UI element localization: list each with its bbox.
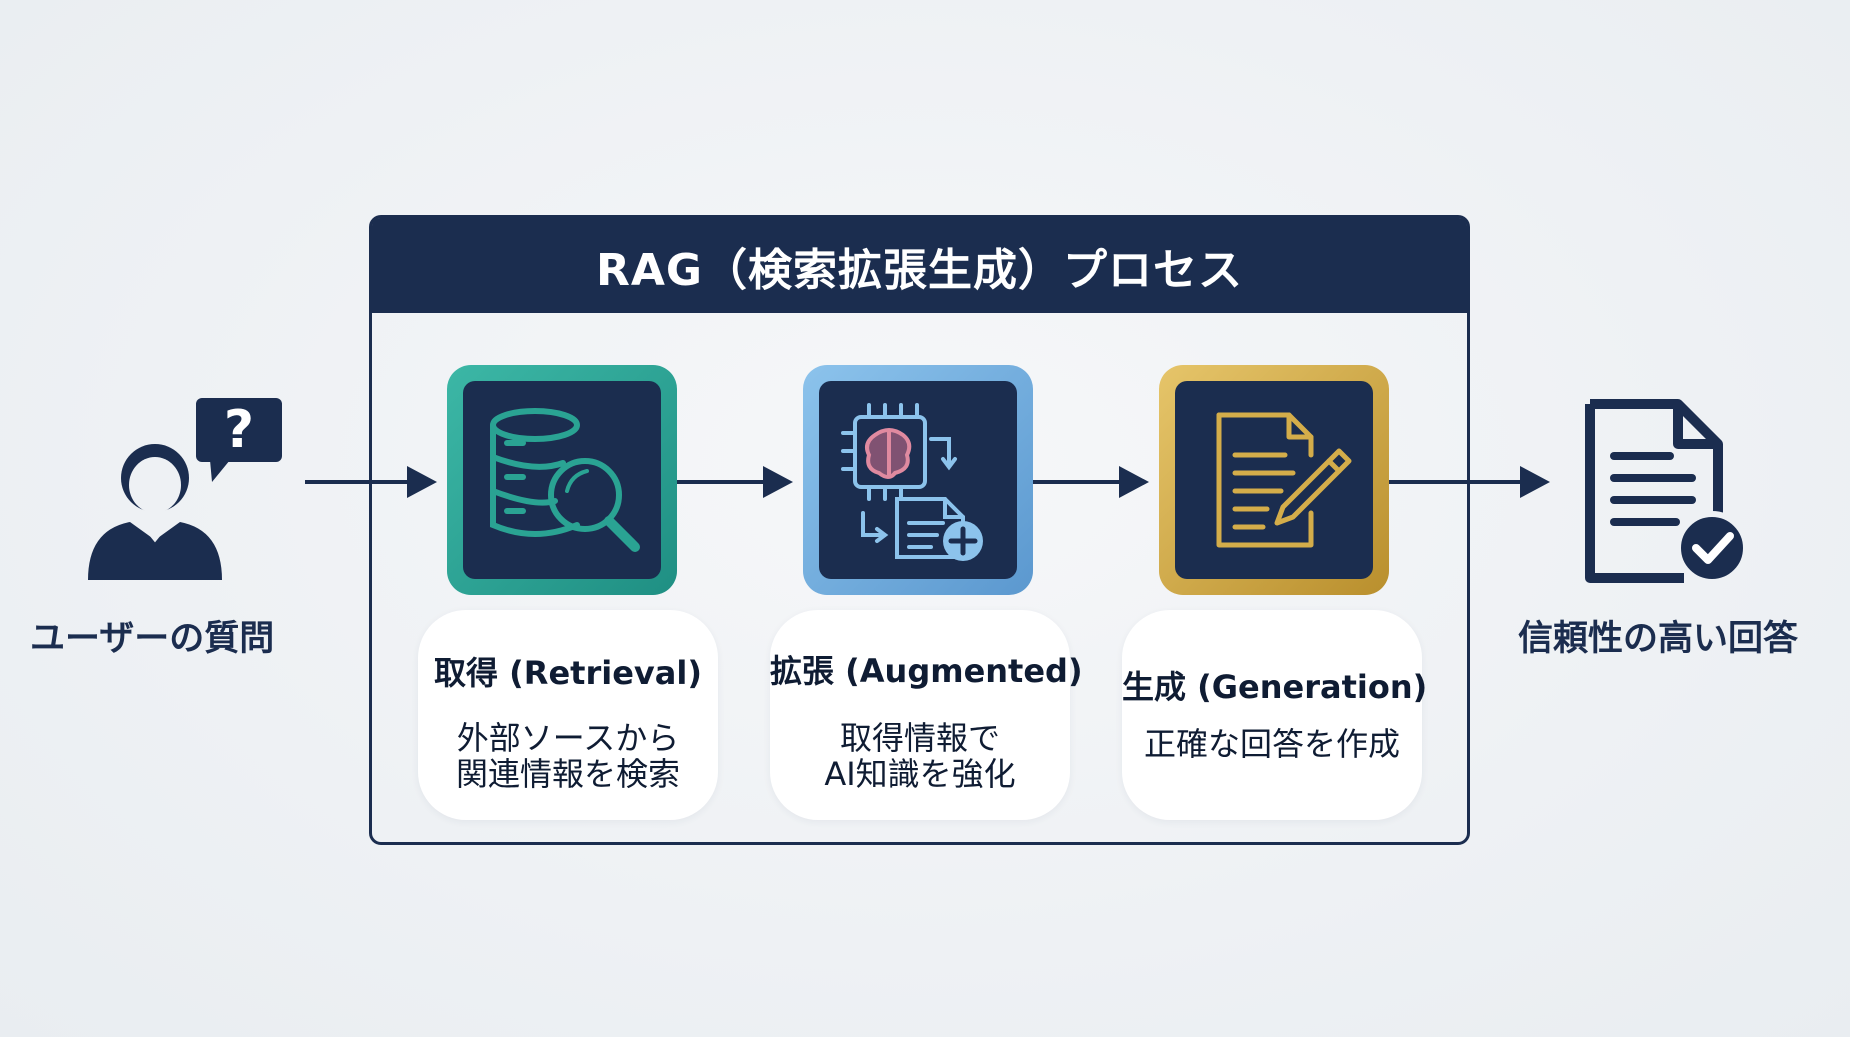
rag-process-frame: RAG（検索拡張生成）プロセス <box>369 215 1470 845</box>
user-icon <box>88 398 282 580</box>
database-search-icon <box>490 408 640 552</box>
retrieval-desc: 外部ソースから 関連情報を検索 <box>455 719 680 793</box>
frame-title: RAG（検索拡張生成）プロセス <box>595 244 1244 296</box>
user-question-figure: ? <box>80 390 290 590</box>
input-label: ユーザーの質問 <box>30 619 275 659</box>
question-mark-icon: ? <box>223 400 255 460</box>
generation-card: 生成 (Generation) 正確な回答を作成 <box>1122 610 1428 820</box>
brain-chip-document-icon <box>841 403 983 561</box>
retrieval-title: 取得 (Retrieval) <box>434 654 702 692</box>
generation-title: 生成 (Generation) <box>1122 668 1428 706</box>
augmented-title: 拡張 (Augmented) <box>770 652 1083 690</box>
arrow-2-3 <box>1033 466 1149 498</box>
arrow-1-2 <box>677 466 793 498</box>
output-label: 信頼性の高い回答 <box>1518 619 1799 659</box>
answer-figure <box>1580 398 1750 588</box>
retrieval-tile <box>447 365 677 595</box>
arrow-output <box>1389 466 1550 498</box>
generation-tile <box>1159 365 1389 595</box>
document-check-icon <box>1585 399 1749 585</box>
augmented-card: 拡張 (Augmented) 取得情報で AI知識を強化 <box>770 610 1083 820</box>
augmented-tile <box>803 365 1033 595</box>
retrieval-card: 取得 (Retrieval) 外部ソースから 関連情報を検索 <box>418 610 718 820</box>
document-pen-icon <box>1216 412 1352 548</box>
generation-desc: 正確な回答を作成 <box>1143 725 1400 763</box>
frame-header: RAG（検索拡張生成）プロセス <box>372 218 1467 313</box>
augmented-desc: 取得情報で AI知識を強化 <box>824 719 1016 793</box>
